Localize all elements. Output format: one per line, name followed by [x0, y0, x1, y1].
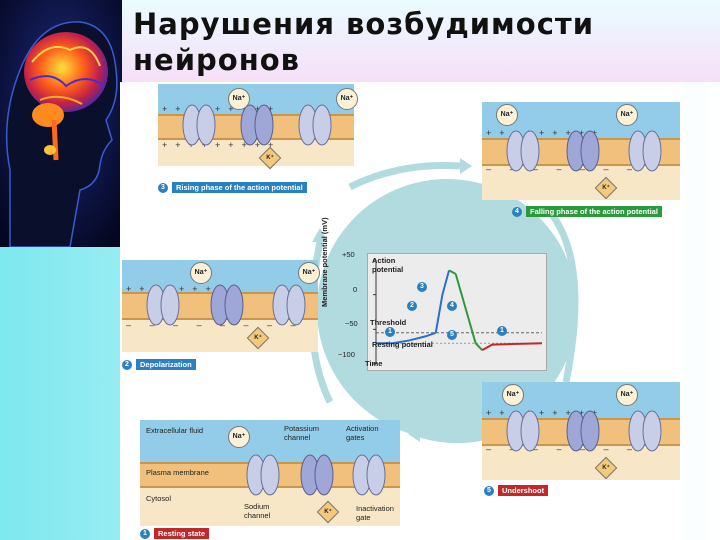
- panel-undershoot: +++++++++ – – – – – – – – Na⁺ Na⁺ K⁺: [482, 382, 680, 480]
- graph-step-marker-1: 1: [385, 327, 395, 337]
- label-potassium-channel: Potassium channel: [284, 424, 320, 442]
- panel-depolarization: +++++++++ – – – – – – – – Na⁺ Na⁺ K⁺: [122, 260, 320, 352]
- tick-label-minus-100: −100: [338, 350, 355, 359]
- sodium-channel-icon: [506, 130, 540, 172]
- sodium-channel-icon: [272, 284, 306, 326]
- sodium-channel-icon: [298, 104, 332, 146]
- graph-step-marker-6: 1: [497, 326, 507, 336]
- caption-rising-phase: Rising phase of the action potential: [172, 182, 307, 193]
- tick-label-minus-50: −50: [345, 319, 358, 328]
- sodium-ion-icon: Na⁺: [298, 262, 320, 284]
- graph-step-marker-4: 4: [447, 301, 457, 311]
- x-axis-label: Time: [365, 359, 383, 368]
- y-axis-label: Membrane potential (mV): [320, 217, 329, 307]
- step-4-badge: 4: [512, 207, 522, 217]
- sodium-channel-icon: [628, 130, 662, 172]
- panel-resting-state: Na⁺ K⁺ Extracellular fluid Potassium cha…: [140, 420, 400, 526]
- tick-label-50: +50: [342, 250, 355, 259]
- sodium-ion-icon: Na⁺: [616, 104, 638, 126]
- label-plasma-membrane: Plasma membrane: [146, 468, 209, 477]
- series-line-4: [481, 342, 543, 352]
- action-potential-annotation: Action potential: [372, 256, 404, 274]
- step-5-badge: 5: [484, 486, 494, 496]
- sodium-ion-icon: Na⁺: [228, 426, 250, 448]
- potassium-channel-icon: [210, 284, 244, 326]
- sodium-ion-icon: Na⁺: [190, 262, 212, 284]
- step-1-badge: 1: [140, 529, 150, 539]
- caption-undershoot: Undershoot: [498, 485, 549, 496]
- threshold-annotation: Threshold: [370, 318, 407, 327]
- caption-falling-phase: Falling phase of the action potential: [526, 206, 662, 217]
- panel-rising-phase: +++++++++ +++++++++ Na⁺ Na⁺ K⁺: [158, 84, 358, 170]
- graph-step-marker-3: 3: [417, 282, 427, 292]
- caption-depolarization: Depolarization: [136, 359, 196, 370]
- sodium-ion-icon: Na⁺: [616, 384, 638, 406]
- series-line-1: [434, 270, 451, 333]
- tick-label-0: 0: [353, 285, 358, 294]
- sodium-channel-icon: [628, 410, 662, 452]
- sodium-channel-icon: [506, 410, 540, 452]
- sodium-ion-icon: Na⁺: [496, 104, 518, 126]
- membrane-potential-graph: [367, 253, 547, 371]
- series-line-2: [448, 269, 457, 275]
- label-sodium-channel: Sodium channel: [244, 502, 271, 520]
- label-activation-gates: Activation gates: [346, 424, 379, 442]
- sodium-channel-icon: [352, 454, 386, 496]
- label-inactivation-gate: Inactivation gate: [356, 504, 394, 522]
- series-line-0: [376, 331, 437, 345]
- label-extracellular-fluid: Extracellular fluid: [146, 426, 204, 435]
- potassium-channel-icon: [240, 104, 274, 146]
- slide-title: Нарушения возбудимости нейронов: [133, 7, 595, 77]
- panel-falling-phase: +++++++++ – – – – – – – – Na⁺ Na⁺ K⁺: [482, 102, 680, 200]
- sodium-ion-icon: Na⁺: [228, 88, 250, 110]
- series-line-3: [454, 273, 483, 351]
- action-potential-figure: Membrane potential (mV) +50 0 −50 −100 T…: [120, 82, 684, 540]
- resting-potential-annotation: Resting potential: [372, 340, 433, 349]
- step-2-badge: 2: [122, 360, 132, 370]
- chart-plot: [373, 259, 543, 365]
- potassium-channel-icon: [566, 130, 600, 172]
- sodium-channel-icon: [182, 104, 216, 146]
- sodium-channel-icon: [246, 454, 280, 496]
- sodium-ion-icon: Na⁺: [336, 88, 358, 110]
- graph-step-marker-5: 5: [447, 330, 457, 340]
- step-3-badge: 3: [158, 183, 168, 193]
- potassium-channel-icon: [566, 410, 600, 452]
- brain-image: [0, 0, 122, 247]
- caption-resting-state: Resting state: [154, 528, 210, 539]
- label-cytosol: Cytosol: [146, 494, 172, 503]
- graph-step-marker-2: 2: [407, 301, 417, 311]
- potassium-channel-icon: [300, 454, 334, 496]
- sodium-channel-icon: [146, 284, 180, 326]
- title-band: [122, 0, 720, 82]
- sodium-ion-icon: Na⁺: [502, 384, 524, 406]
